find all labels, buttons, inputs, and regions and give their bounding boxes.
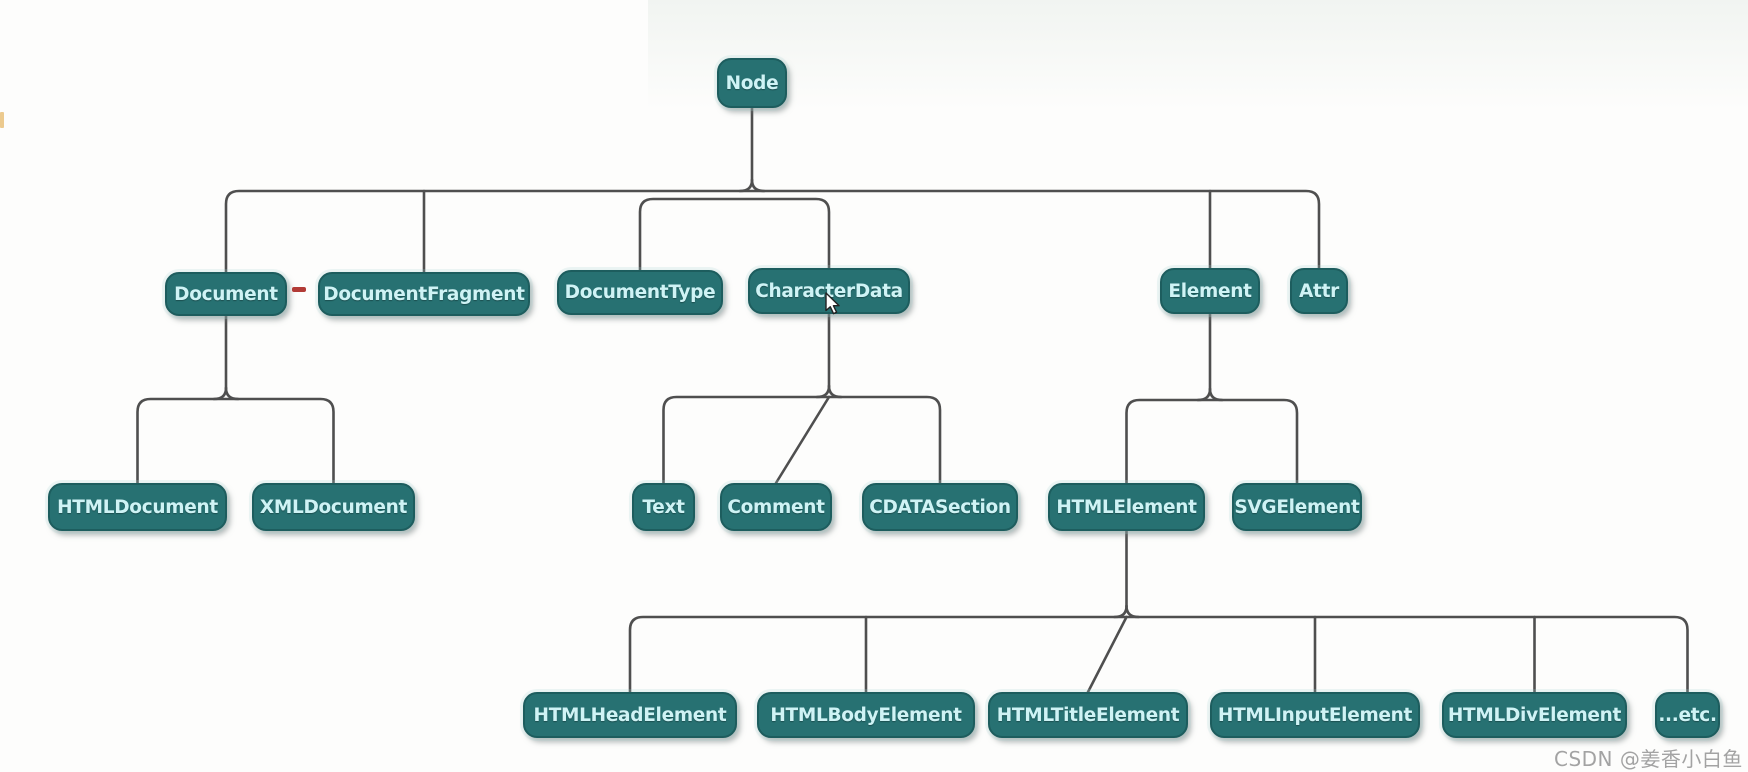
connector-path — [1086, 615, 1128, 694]
connector-path — [1196, 387, 1212, 402]
tree-node-htmlDocument: HTMLDocument — [48, 483, 227, 531]
connector-path — [774, 395, 831, 485]
connector-path — [738, 178, 754, 193]
connector-path — [212, 386, 228, 401]
red-dash-annotation — [292, 287, 306, 292]
connector-path — [224, 386, 240, 401]
tree-node-cdataSection: CDATASection — [862, 483, 1018, 531]
tree-node-xmlDocument: XMLDocument — [252, 483, 415, 531]
connector-path — [815, 384, 831, 399]
tree-node-htmlBodyElement: HTMLBodyElement — [757, 692, 975, 738]
connector-path — [1113, 604, 1128, 619]
left-edge-mark — [0, 112, 4, 128]
tree-node-svgElement: SVGElement — [1232, 483, 1362, 531]
tree-node-htmlDivElement: HTMLDivElement — [1442, 692, 1627, 738]
connector-path — [136, 397, 335, 485]
connector-path — [827, 384, 843, 399]
tree-node-documentType: DocumentType — [557, 270, 723, 315]
connector-path — [1125, 604, 1140, 619]
tree-node-htmlElement: HTMLElement — [1048, 483, 1205, 531]
tree-node-documentFragment: DocumentFragment — [318, 272, 530, 316]
watermark: CSDN @姜香小白鱼 — [1554, 747, 1743, 771]
tree-node-element: Element — [1160, 268, 1260, 314]
tree-node-htmlHeadElement: HTMLHeadElement — [523, 692, 737, 738]
connector-path — [1208, 387, 1224, 402]
connector-path — [750, 178, 766, 193]
connector-path — [638, 197, 831, 272]
tree-node-node: Node — [717, 58, 787, 108]
tree-node-text: Text — [632, 483, 695, 531]
mouse-cursor — [825, 292, 840, 315]
connector-path — [1125, 398, 1299, 485]
connector-path — [662, 395, 942, 485]
tree-node-comment: Comment — [720, 483, 832, 531]
tree-node-attr: Attr — [1290, 268, 1348, 314]
tree-node-htmlTitleElement: HTMLTitleElement — [988, 692, 1188, 738]
connector-path — [224, 189, 1321, 274]
tree-node-etc: ...etc. — [1655, 692, 1720, 738]
connector-path — [628, 615, 1689, 694]
tree-node-document: Document — [165, 272, 287, 316]
tree-node-htmlInputElement: HTMLInputElement — [1210, 692, 1420, 738]
